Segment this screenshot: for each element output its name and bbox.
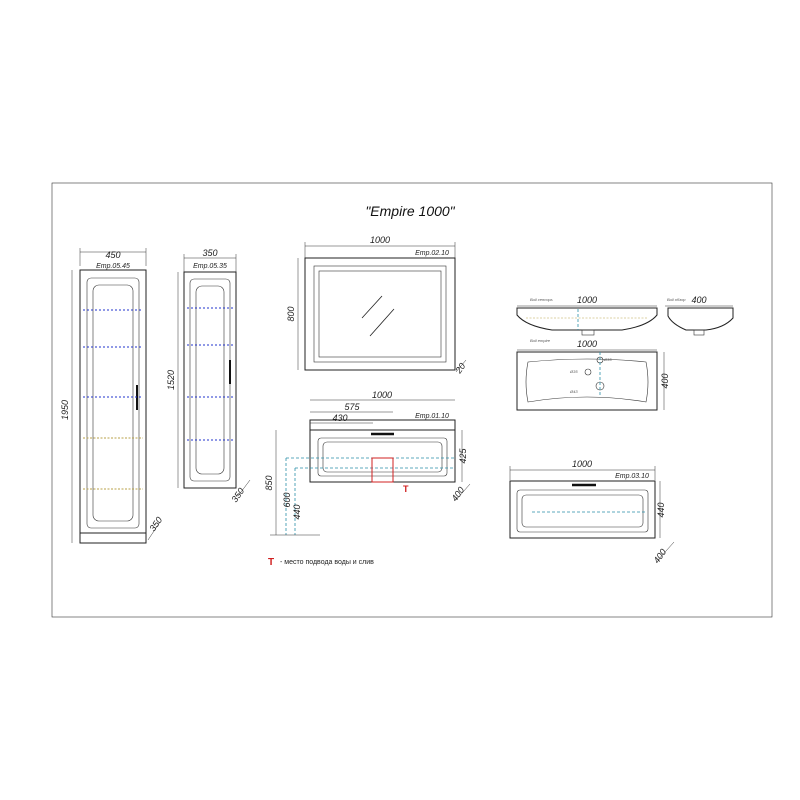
tall-cabinet: 450 Emp.05.45 1950 350	[60, 248, 164, 544]
basin-front-width: 1000	[577, 295, 597, 305]
mirror-height: 800	[286, 306, 296, 321]
mirror-width: 1000	[370, 235, 390, 245]
vanity-code: Emp.01.10	[415, 413, 449, 420]
overflow-hole	[584, 368, 592, 376]
tall-cabinet-plinth	[79, 532, 147, 544]
basin-top-width: 1000	[577, 339, 597, 349]
vanity-depth: 400	[449, 485, 466, 503]
vanity-height-440: 440	[292, 504, 302, 519]
basin-side-width: 400	[691, 295, 706, 305]
drawer-unit-panel	[516, 489, 649, 533]
tall-cabinet-width: 450	[105, 250, 120, 260]
vanity-drawer-panel	[317, 437, 448, 477]
basin-side-shape	[667, 307, 734, 331]
connection-zone	[371, 457, 394, 483]
drawer-unit: 1000 Emp.03.10 440 400	[509, 459, 675, 565]
legend: T - место подвода воды и слив	[268, 557, 374, 568]
vanity-width: 1000	[372, 390, 392, 400]
vanity-height: 425	[458, 448, 468, 464]
tall-cabinet-height: 1950	[60, 400, 70, 420]
basin-front-view: 1000 Buil сенсорь	[516, 295, 658, 336]
mirror-frame	[304, 257, 456, 371]
narrow-cabinet-height: 1520	[166, 370, 176, 390]
vanity-drawer-width: 575	[344, 402, 360, 412]
basin-front-label: Buil сенсорь	[530, 297, 553, 302]
mirror-reflection	[361, 295, 383, 319]
hole-label: Ø35	[569, 369, 578, 374]
tall-cabinet-door-panel	[86, 277, 140, 529]
drawing-title: "Empire 1000"	[365, 203, 455, 219]
vanity-offset: 430	[332, 413, 347, 423]
drawer-unit-width: 1000	[572, 459, 592, 469]
drawer-unit-body	[509, 480, 656, 539]
connection-marker: T	[403, 484, 409, 494]
basin-top-view: 1000 Buil empire Ø35 Ø35 Ø43 400	[516, 338, 670, 411]
hole-label: Ø43	[569, 389, 578, 394]
tall-cabinet-code: Emp.05.45	[96, 263, 130, 270]
hole-label: Ø35	[603, 357, 612, 362]
drawer-unit-height: 440	[656, 502, 666, 517]
narrow-cabinet: 350 Emp.05.35 1520 350	[166, 248, 251, 504]
narrow-cabinet-depth: 350	[229, 486, 246, 504]
basin-top-depth: 400	[660, 373, 670, 388]
tall-cabinet-depth: 350	[147, 515, 164, 533]
basin-side-view: 400 Buil обзор	[665, 295, 734, 336]
basin-side-label: Buil обзор	[667, 297, 686, 302]
vanity-height-600: 600	[282, 492, 292, 507]
narrow-cabinet-width: 350	[202, 248, 217, 258]
legend-text: - место подвода воды и слив	[280, 559, 374, 566]
mirror-code: Emp.02.10	[415, 250, 449, 257]
legend-marker: T	[268, 557, 274, 568]
basin-top-outline	[516, 351, 658, 411]
basin-top-label: Buil empire	[530, 338, 551, 343]
basin-front-shape	[516, 307, 658, 331]
vanity-mount-height: 850	[264, 475, 274, 490]
drawing-frame	[51, 182, 773, 618]
vanity: 1000 575 430 Emp.01.10 T 850 600 440 425…	[264, 390, 471, 536]
drawer-unit-code: Emp.03.10	[615, 473, 649, 480]
narrow-cabinet-code: Emp.05.35	[193, 263, 227, 270]
mirror-reflection	[369, 308, 395, 337]
narrow-cabinet-body	[183, 271, 237, 489]
mirror-glass	[318, 270, 442, 358]
mirror: 1000 Emp.02.10 800 20	[286, 235, 467, 376]
basin-bowl	[525, 358, 649, 403]
drawer-unit-depth: 400	[651, 547, 668, 565]
